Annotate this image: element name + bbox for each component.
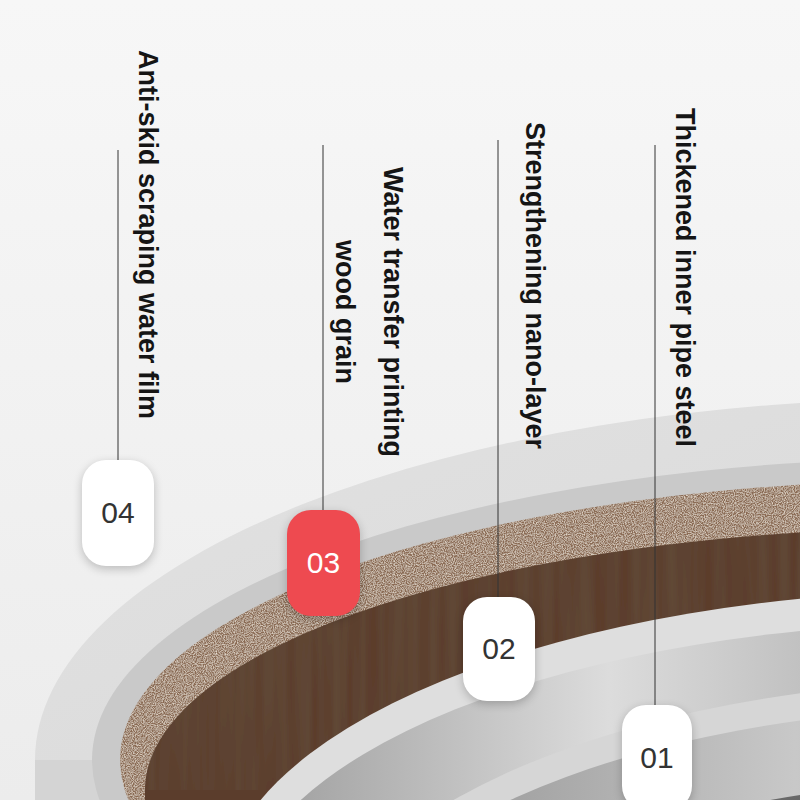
callout-badge: 03	[287, 510, 360, 616]
leader-line	[655, 145, 656, 715]
layer-label: Thickened inner pipe steel	[668, 108, 702, 447]
layer-label: Anti-skid scraping water film	[131, 50, 165, 419]
leader-line	[323, 145, 324, 520]
callout-number: 04	[101, 496, 134, 530]
layer-label: Water transfer printing wood grain	[321, 142, 417, 482]
callout-badge: 01	[622, 705, 692, 800]
callout-number: 02	[482, 632, 515, 666]
pipe-interior	[360, 780, 800, 800]
leader-line	[498, 140, 499, 607]
callout-badge: 02	[463, 597, 535, 701]
callout-number: 03	[307, 546, 340, 580]
inner-pipe-wall	[316, 707, 800, 800]
callout-badge: 04	[82, 460, 154, 566]
leader-line	[118, 150, 119, 470]
layer-label: Strengthening nano-layer	[518, 122, 552, 449]
callout-number: 01	[640, 741, 673, 775]
leader-lines	[118, 140, 655, 715]
